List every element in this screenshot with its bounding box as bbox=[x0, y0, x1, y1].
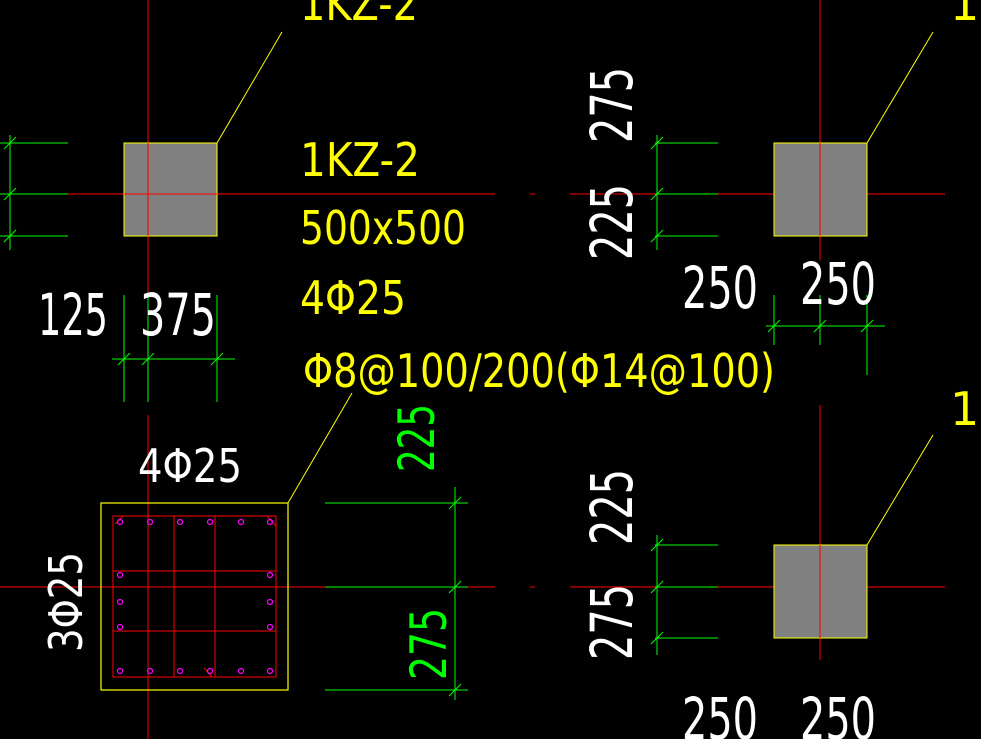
rebar-dot bbox=[176, 667, 184, 675]
tick-sec-1 bbox=[448, 496, 462, 510]
tick-rby-1 bbox=[650, 538, 664, 552]
rebar-dot bbox=[116, 518, 124, 526]
dim-right-bottom-x-1: 250 bbox=[682, 685, 758, 739]
leader-section bbox=[287, 392, 353, 504]
dim-right-bottom-y-1: 275 bbox=[578, 584, 646, 660]
column-section-detail[interactable] bbox=[100, 502, 289, 691]
dim-section-y-1: 225 bbox=[388, 404, 446, 472]
dim-right-top-x-2: 250 bbox=[800, 250, 876, 318]
rebar-dot bbox=[206, 518, 214, 526]
label-top-right-column: 1K bbox=[950, 0, 981, 31]
dim-left-x-2: 375 bbox=[140, 281, 216, 349]
rebar-dot bbox=[206, 667, 214, 675]
rebar-dot bbox=[237, 518, 245, 526]
section-outline bbox=[100, 502, 289, 691]
tick-rty-2 bbox=[650, 187, 664, 201]
hook-2 bbox=[266, 515, 277, 527]
rebar-dot bbox=[146, 667, 154, 675]
leader-top-right bbox=[866, 31, 934, 144]
tick-sec-3 bbox=[448, 683, 462, 697]
spec-name: 1KZ-2 bbox=[300, 133, 420, 187]
tick-tl-2 bbox=[3, 187, 17, 201]
rebar-dot bbox=[176, 518, 184, 526]
annotation-text: 1KZ-2 1K 1K 1KZ-2 500x500 4Φ25 Φ8@100/20… bbox=[39, 0, 981, 652]
section-side-bars: 3Φ25 bbox=[39, 552, 93, 652]
rebar-dot bbox=[237, 667, 245, 675]
leader-top-left bbox=[216, 31, 283, 144]
section-top-bars: 4Φ25 bbox=[138, 439, 242, 493]
leader-lines bbox=[216, 31, 934, 546]
rebar-dot bbox=[116, 667, 124, 675]
rebar-dot bbox=[146, 518, 154, 526]
dim-right-bottom-y-2: 225 bbox=[578, 469, 646, 545]
tick-rtx-2 bbox=[813, 319, 827, 333]
label-top-left-column: 1KZ-2 bbox=[300, 0, 418, 31]
column-top-left[interactable] bbox=[123, 142, 218, 237]
tick-rty-1 bbox=[650, 136, 664, 150]
dim-left-x-1: 125 bbox=[38, 281, 108, 349]
spec-corner-bars: 4Φ25 bbox=[300, 271, 406, 325]
tick-lx-2 bbox=[141, 352, 155, 366]
rebar-dot bbox=[266, 598, 274, 606]
rebar-dot bbox=[266, 623, 274, 631]
tick-rtx-1 bbox=[767, 319, 781, 333]
dim-right-bottom-x-2: 250 bbox=[800, 685, 876, 739]
tick-lx-3 bbox=[210, 352, 224, 366]
rebar-dot bbox=[266, 667, 274, 675]
rebar-dots bbox=[116, 518, 274, 675]
rebar-dot bbox=[116, 623, 124, 631]
rebar-dot bbox=[116, 598, 124, 606]
dimension-text: 125 375 250 250 225 275 250 250 275 225 … bbox=[38, 67, 876, 739]
tick-rty-3 bbox=[650, 229, 664, 243]
spec-stirrups: Φ8@100/200(Φ14@100) bbox=[303, 344, 775, 398]
rebar-dot bbox=[266, 518, 274, 526]
tick-sec-2 bbox=[448, 580, 462, 594]
tick-tl-3 bbox=[3, 229, 17, 243]
leader-right-mid bbox=[866, 434, 934, 546]
dim-right-top-x-1: 250 bbox=[682, 254, 758, 322]
tick-tl-1 bbox=[3, 136, 17, 150]
stirrups bbox=[112, 515, 277, 678]
spec-size: 500x500 bbox=[300, 201, 466, 255]
dim-right-top-y-1: 225 bbox=[578, 184, 646, 260]
tick-rby-2 bbox=[650, 580, 664, 594]
stirrup-outer bbox=[112, 515, 277, 678]
tick-rtx-3 bbox=[860, 319, 874, 333]
dimension-lines bbox=[0, 135, 885, 700]
dim-right-top-y-2: 275 bbox=[578, 67, 646, 143]
rebar-dot bbox=[266, 571, 274, 579]
dim-section-y-2: 275 bbox=[400, 608, 458, 680]
label-right-mid-column: 1K bbox=[950, 382, 981, 436]
tick-rby-3 bbox=[650, 631, 664, 645]
tick-lx-1 bbox=[117, 352, 131, 366]
rebar-dot bbox=[116, 571, 124, 579]
